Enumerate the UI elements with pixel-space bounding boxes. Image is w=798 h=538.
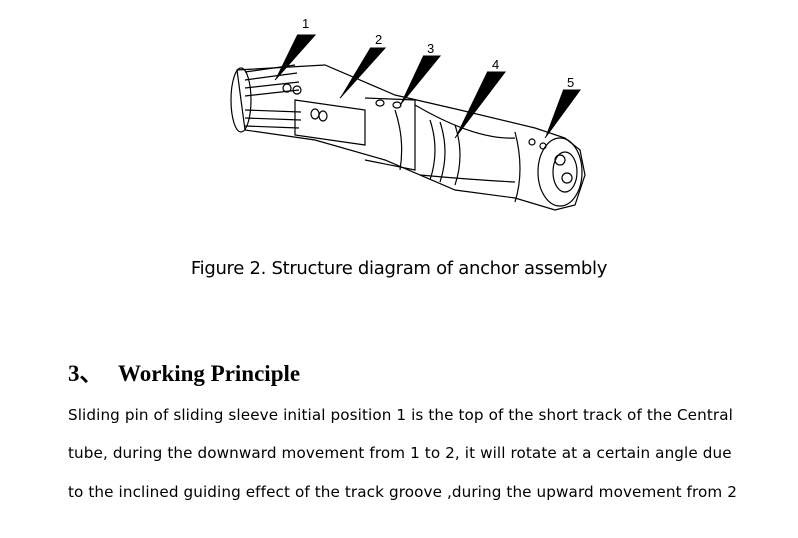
part-label-5: 5 <box>567 75 574 90</box>
figure-caption: Figure 2. Structure diagram of anchor as… <box>190 258 608 279</box>
part-label-1: 1 <box>302 16 309 31</box>
part-label-3: 3 <box>427 41 434 56</box>
part-label-4: 4 <box>492 57 499 72</box>
body-text-line: Sliding pin of sliding sleeve initial po… <box>68 406 733 424</box>
tube-outline <box>236 64 586 211</box>
part-label-2: 2 <box>375 32 382 47</box>
section-number: 3、 <box>68 361 103 386</box>
section-heading: 3、 Working Principle <box>68 354 300 388</box>
body-text-line: to the inclined guiding effect of the tr… <box>68 483 737 501</box>
anchor-assembly-diagram: 1 2 3 4 5 <box>230 16 586 211</box>
section-title: Working Principle <box>118 361 301 386</box>
body-text-line: tube, during the downward movement from … <box>68 444 732 462</box>
